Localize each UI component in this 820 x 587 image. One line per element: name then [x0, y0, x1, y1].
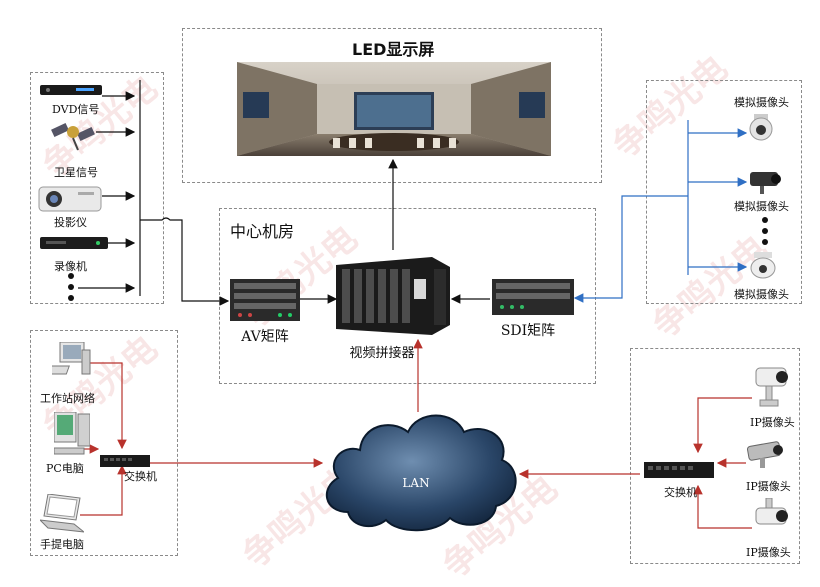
source-label: 录像机: [54, 260, 87, 273]
sdi-matrix-label: SDI矩阵: [500, 323, 556, 339]
ip-camera-label: IP摄像头: [746, 546, 791, 559]
lan-label: LAN: [402, 476, 430, 490]
splicer-label: 视频拼接器: [349, 346, 415, 361]
video-splicer-icon: [336, 255, 450, 341]
display-section: [182, 28, 602, 183]
led-screen-image: [237, 62, 551, 156]
source-label: DVD信号: [52, 103, 100, 116]
center-room-section: [219, 208, 596, 384]
bullet-camera-icon: [746, 168, 782, 200]
sources-group: [30, 72, 164, 304]
source-label: 卫星信号: [54, 166, 98, 179]
analog-camera-group: [646, 80, 802, 304]
av-matrix-label: AV矩阵: [241, 329, 289, 345]
more-cameras-dots: [761, 216, 769, 250]
sdi-matrix-icon: [492, 279, 574, 319]
video-recorder-icon: [40, 235, 108, 255]
lan-cloud-icon: [318, 404, 522, 540]
right-switch-icon: [644, 462, 714, 482]
left-switch-icon: [100, 452, 150, 471]
projector-icon: [38, 183, 102, 217]
ip-camera-icon: [746, 438, 786, 476]
network-item-label: PC电脑: [46, 462, 84, 475]
analog-camera-label: 模拟摄像头: [734, 200, 789, 213]
ip-camera-label: IP摄像头: [746, 480, 791, 493]
source-label: 投影仪: [54, 216, 87, 229]
dome-camera-icon: [746, 114, 776, 146]
pc-icon: [53, 411, 91, 460]
ip-camera-label: IP摄像头: [750, 416, 795, 429]
ip-camera-icon: [752, 366, 792, 414]
dvd-player-icon: [40, 82, 102, 101]
laptop-icon: [38, 493, 86, 538]
satellite-icon: [50, 114, 96, 158]
analog-camera-label: 模拟摄像头: [734, 96, 789, 109]
ip-camera-icon: [752, 497, 792, 546]
right-switch-label: 交换机: [664, 486, 697, 499]
av-matrix-icon: [230, 279, 300, 325]
ip-camera-group: [630, 348, 800, 564]
analog-camera-label: 模拟摄像头: [734, 288, 789, 301]
left-switch-label: 交换机: [124, 470, 157, 483]
center-room-title: 中心机房: [230, 222, 295, 241]
more-sources-dots: [67, 272, 75, 306]
left-network-group: [30, 330, 178, 556]
workstation-icon: [39, 341, 92, 390]
display-title: LED显示屏: [352, 40, 435, 59]
network-item-label: 手提电脑: [40, 538, 84, 551]
dome-camera-icon: [748, 252, 778, 284]
network-item-label: 工作站网络: [40, 392, 95, 405]
